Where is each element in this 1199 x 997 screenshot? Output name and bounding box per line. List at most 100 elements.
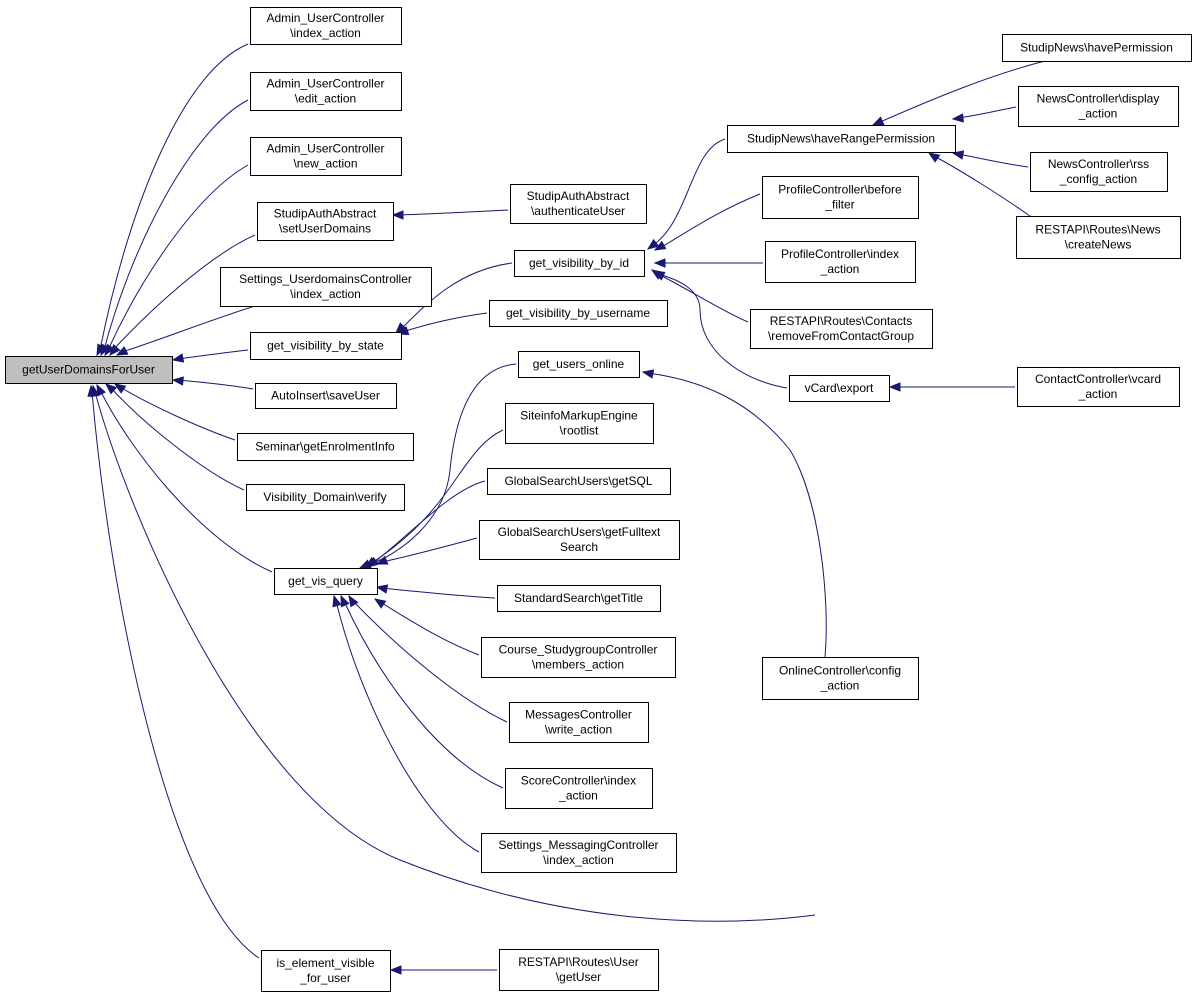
caller-node[interactable]: Settings_MessagingController\index_actio… xyxy=(481,833,677,873)
call-edge xyxy=(96,383,273,573)
caller-node[interactable]: RESTAPI\Routes\News\createNews xyxy=(1016,216,1181,259)
node-box xyxy=(510,184,647,224)
caller-node[interactable]: get_users_online xyxy=(518,351,640,378)
caller-node[interactable]: StudipAuthAbstract\authenticateUser xyxy=(510,184,647,224)
edge-arrowhead xyxy=(927,152,941,163)
node-label: Settings_MessagingController xyxy=(498,838,658,852)
caller-node[interactable]: GlobalSearchUsers\getSQL xyxy=(487,468,671,495)
call-edge xyxy=(96,43,249,357)
edge-line xyxy=(397,209,509,216)
node-label: \setUserDomains xyxy=(279,222,371,236)
caller-node[interactable]: ProfileController\index_action xyxy=(765,241,916,283)
root-function-node[interactable]: getUserDomainsForUser xyxy=(5,356,173,384)
edge-arrowhead xyxy=(115,346,129,356)
caller-node[interactable]: Admin_UserController\index_action xyxy=(250,7,402,45)
caller-node[interactable]: RESTAPI\Routes\Contacts\removeFromContac… xyxy=(750,309,933,349)
edge-arrowhead xyxy=(646,238,660,250)
node-label: get_users_online xyxy=(533,357,625,371)
node-label: ContactController\vcard xyxy=(1035,372,1161,386)
caller-node[interactable]: NewsController\display_action xyxy=(1018,86,1179,127)
edge-line xyxy=(364,363,517,567)
caller-node[interactable]: ProfileController\before_filter xyxy=(762,176,919,219)
call-edge xyxy=(652,271,788,389)
caller-node[interactable]: Seminar\getEnrolmentInfo xyxy=(237,433,414,461)
edge-arrowhead xyxy=(373,598,387,609)
edge-line xyxy=(103,99,249,351)
caller-node[interactable]: get_visibility_by_state xyxy=(250,332,402,360)
node-label: \members_action xyxy=(532,658,624,672)
node-label: is_element_visible xyxy=(276,956,374,970)
node-box xyxy=(514,250,645,277)
caller-node[interactable]: Admin_UserController\edit_action xyxy=(250,72,402,111)
edge-arrowhead xyxy=(375,584,389,594)
edge-line xyxy=(381,537,478,563)
caller-node[interactable]: Visibility_Domain\verify xyxy=(246,484,405,511)
edge-line xyxy=(381,587,496,599)
caller-node[interactable]: StudipAuthAbstract\setUserDomains xyxy=(257,202,394,241)
caller-node[interactable]: Course_StudygroupController\members_acti… xyxy=(481,637,676,678)
caller-node[interactable]: OnlineController\config_action xyxy=(762,657,919,700)
node-label: NewsController\display xyxy=(1037,92,1160,106)
edge-line xyxy=(659,193,761,249)
edge-arrowhead xyxy=(653,258,666,268)
call-edge xyxy=(951,150,1029,168)
edge-line xyxy=(655,272,749,323)
caller-node[interactable]: NewsController\rss_config_action xyxy=(1030,152,1168,192)
caller-node[interactable]: get_visibility_by_id xyxy=(514,250,645,277)
edge-line xyxy=(933,155,1031,217)
caller-node[interactable]: ScoreController\index_action xyxy=(505,768,653,809)
edge-line xyxy=(647,372,827,658)
call-edge xyxy=(104,383,245,491)
caller-node[interactable]: get_vis_query xyxy=(274,568,378,595)
call-edge xyxy=(641,369,827,658)
node-label: get_visibility_by_state xyxy=(267,339,384,353)
call-edge xyxy=(871,60,1046,126)
node-box xyxy=(1017,367,1180,407)
caller-node[interactable]: is_element_visible_for_user xyxy=(261,950,391,992)
caller-node[interactable]: SiteinfoMarkupEngine\rootlist xyxy=(505,403,654,444)
node-label: _action xyxy=(1078,387,1118,401)
node-box xyxy=(727,125,956,153)
caller-node[interactable]: StandardSearch\getTitle xyxy=(497,585,661,612)
edge-line xyxy=(99,389,273,573)
caller-node[interactable]: Admin_UserController\new_action xyxy=(250,137,402,176)
node-label: \new_action xyxy=(293,157,357,171)
edge-line xyxy=(957,153,1029,168)
edge-line xyxy=(109,386,245,491)
edge-arrowhead xyxy=(113,383,127,394)
node-box xyxy=(250,137,402,176)
node-box xyxy=(261,950,391,992)
call-edge xyxy=(90,384,816,922)
caller-node[interactable]: get_visibility_by_username xyxy=(489,300,668,327)
caller-node[interactable]: StudipNews\havePermission xyxy=(1002,34,1192,62)
call-edge xyxy=(375,584,496,599)
node-box xyxy=(1030,152,1168,192)
node-label: MessagesController xyxy=(525,708,632,722)
caller-node[interactable]: AutoInsert\saveUser xyxy=(255,383,397,409)
caller-node[interactable]: Settings_UserdomainsController\index_act… xyxy=(220,267,432,307)
call-edge xyxy=(646,138,726,250)
caller-node[interactable]: RESTAPI\Routes\User\getUser xyxy=(499,949,659,991)
node-label: Settings_UserdomainsController xyxy=(239,272,412,286)
node-box xyxy=(257,202,394,241)
edge-line xyxy=(112,234,256,351)
node-box xyxy=(5,356,173,384)
node-label: GlobalSearchUsers\getFulltext xyxy=(498,525,661,539)
caller-node[interactable]: StudipNews\haveRangePermission xyxy=(727,125,956,153)
node-label: Visibility_Domain\verify xyxy=(263,490,386,504)
node-box xyxy=(250,7,402,45)
node-label: StudipAuthAbstract xyxy=(274,207,377,221)
call-edge xyxy=(396,312,488,336)
call-edge xyxy=(171,376,254,390)
caller-node[interactable]: ContactController\vcard_action xyxy=(1017,367,1180,407)
node-box xyxy=(250,72,402,111)
node-label: _for_user xyxy=(299,971,351,985)
caller-node[interactable]: vCard\export xyxy=(789,375,890,402)
call-edges xyxy=(87,43,1046,975)
caller-node[interactable]: MessagesController\write_action xyxy=(509,702,649,743)
node-label: ProfileController\index xyxy=(781,247,899,261)
node-label: \getUser xyxy=(556,970,601,984)
node-box xyxy=(489,300,668,327)
